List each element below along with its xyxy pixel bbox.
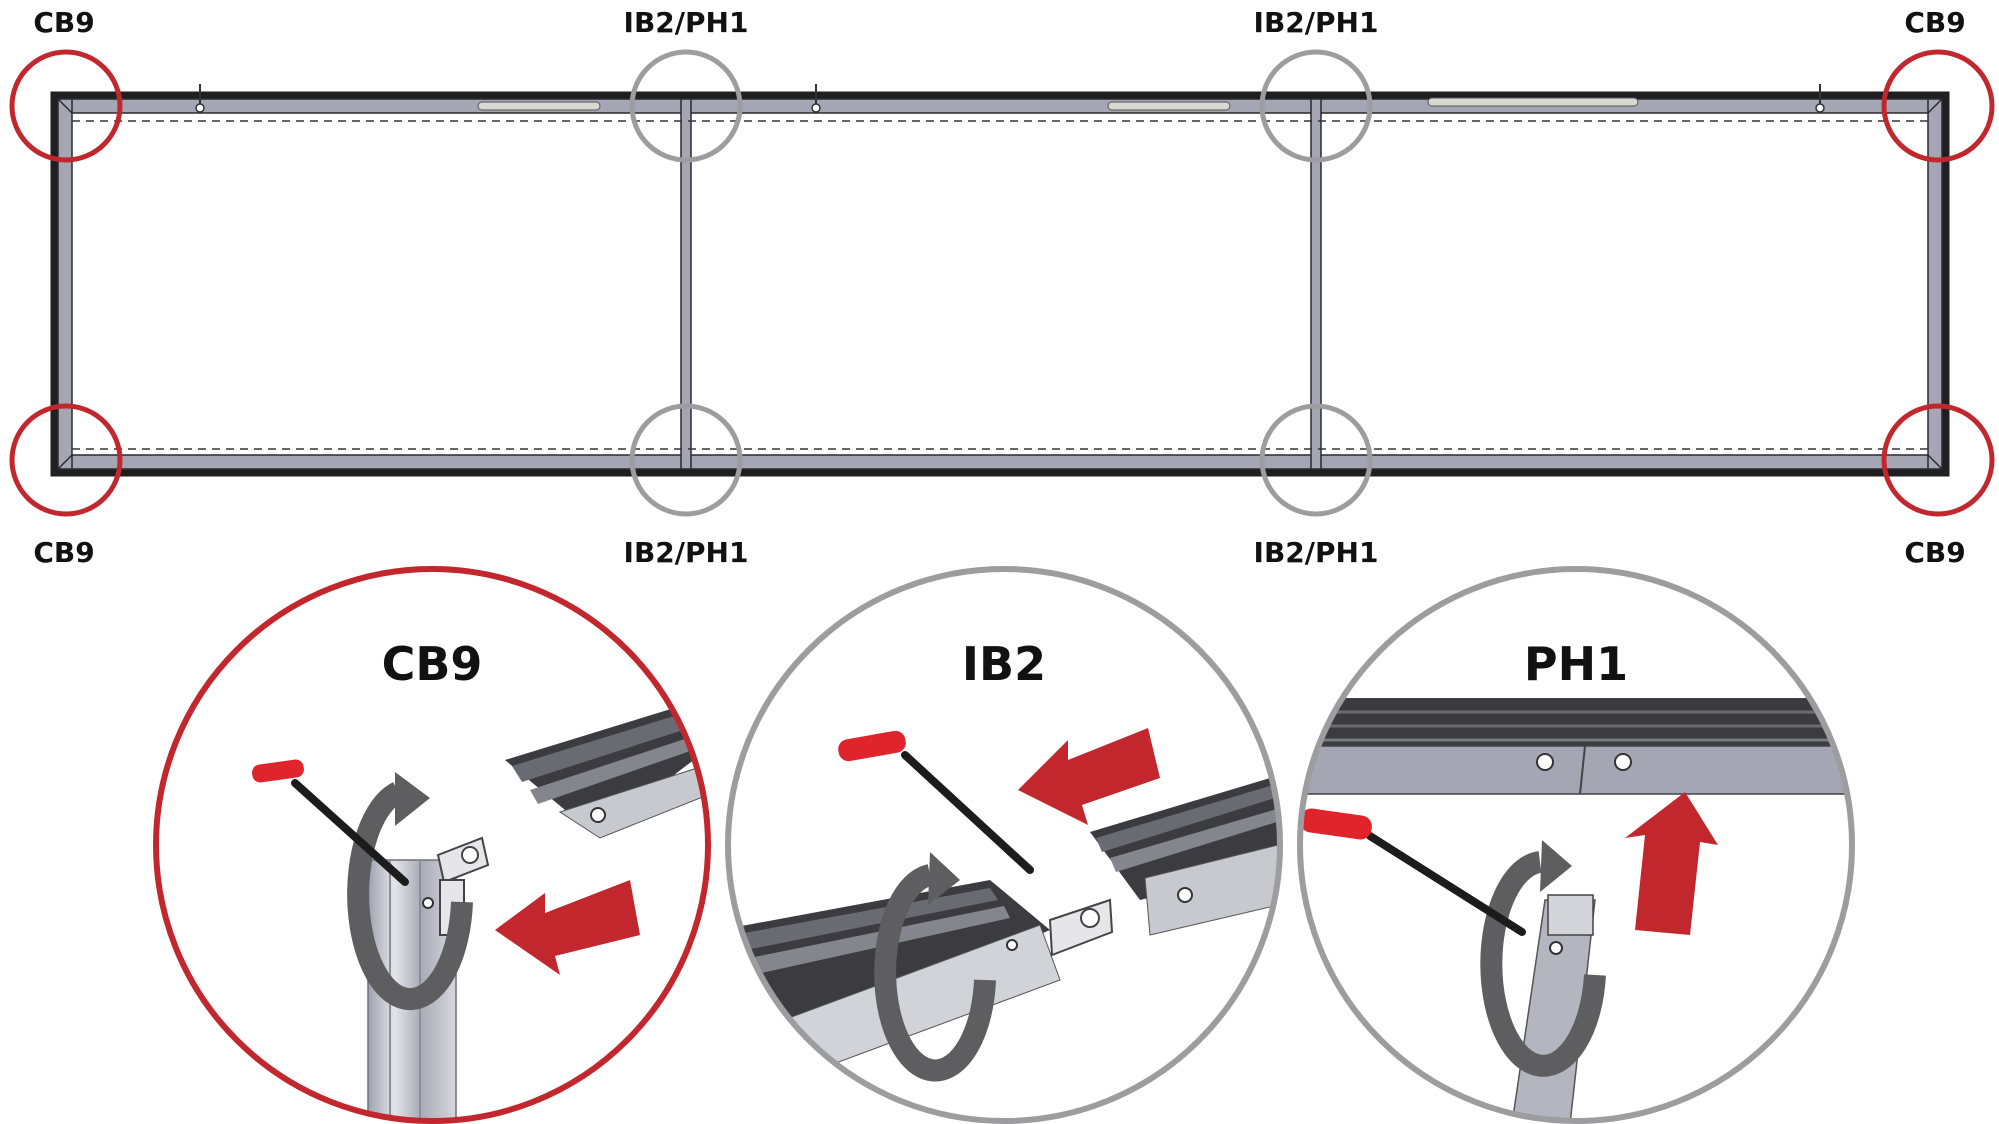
label-cb9-top-right: CB9 <box>1904 6 1965 39</box>
label-joint-top-2: IB2/PH1 <box>1254 6 1379 39</box>
joint-ring-bottom-2 <box>1259 403 1373 517</box>
extrusion-piece-left <box>728 880 1061 1081</box>
frame-outline <box>50 91 1950 477</box>
detail-cb9-ring <box>153 566 711 1124</box>
corner-callouts <box>9 49 1995 517</box>
frame-post-2 <box>1310 98 1322 470</box>
detail-ib2-ring <box>725 566 1283 1124</box>
hanging-pin <box>195 84 205 113</box>
detail-ph1: PH1 <box>1297 566 1855 1124</box>
push-arrow-icon <box>1018 728 1160 825</box>
push-arrow-icon <box>1625 792 1718 935</box>
joint-ring-top-2 <box>1259 49 1373 163</box>
corner-ring-bottom-right <box>1881 403 1995 517</box>
detail-ib2: IB2 <box>725 566 1283 1124</box>
label-cb9-bottom-right: CB9 <box>1904 536 1965 569</box>
label-joint-bottom-2: IB2/PH1 <box>1254 536 1379 569</box>
corner-ring-bottom-left <box>9 403 123 517</box>
rotate-arrow-icon <box>874 852 996 1082</box>
hanging-pin <box>1815 84 1825 113</box>
detail-cb9: CB9 <box>153 566 711 1124</box>
detail-cb9-title: CB9 <box>382 637 483 691</box>
corner-ring-top-right <box>1881 49 1995 163</box>
hex-key-icon <box>838 730 1034 874</box>
frame-bottom-rail <box>57 454 1943 470</box>
label-cb9-top-left: CB9 <box>33 6 94 39</box>
detail-ph1-ring <box>1297 566 1855 1124</box>
hex-key-icon <box>1300 808 1526 936</box>
label-joint-bottom-1: IB2/PH1 <box>624 536 749 569</box>
hanging-pin <box>811 84 821 113</box>
extrusion-piece-right <box>1090 772 1280 936</box>
frame-top-rail <box>57 98 1943 114</box>
joint-ring-bottom-1 <box>629 403 743 517</box>
hex-key-icon <box>252 759 409 886</box>
detail-ph1-title: PH1 <box>1524 637 1628 691</box>
joint-ring-top-1 <box>629 49 743 163</box>
frame-post-1 <box>680 98 692 470</box>
detail-ib2-title: IB2 <box>962 637 1046 691</box>
label-joint-top-1: IB2/PH1 <box>624 6 749 39</box>
label-cb9-bottom-left: CB9 <box>33 536 94 569</box>
frame-overview <box>50 84 1950 477</box>
horizontal-rail <box>1300 698 1852 795</box>
joint-callouts <box>629 49 1373 517</box>
frame-right-rail <box>1927 98 1943 470</box>
frame-left-rail <box>57 98 73 470</box>
rotate-arrow-icon <box>1480 840 1606 1077</box>
rotate-arrow-icon <box>347 772 473 1011</box>
inline-bracket <box>1006 898 1114 957</box>
push-arrow-icon <box>495 880 640 975</box>
corner-ring-top-left <box>9 49 123 163</box>
extrusion-piece <box>505 700 708 839</box>
